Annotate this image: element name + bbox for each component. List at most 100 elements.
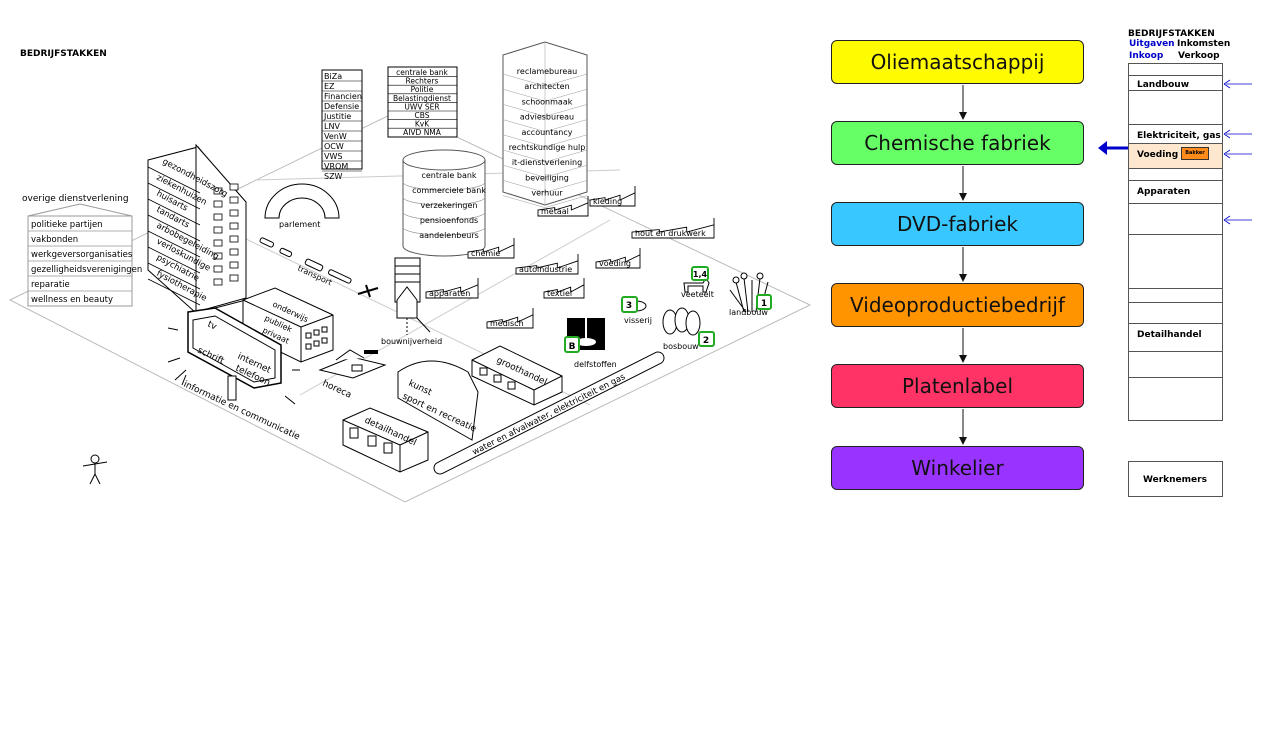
visserij-label: visserij <box>624 316 652 325</box>
rp-row-detailhandel[interactable]: Detailhandel <box>1128 323 1223 352</box>
landbouw[interactable]: 1 landbouw <box>729 272 772 317</box>
bosbouw[interactable]: 2 bosbouw <box>662 307 715 351</box>
finance-item: pensioenfonds <box>420 216 478 225</box>
flow-box-winkelier[interactable]: Winkelier <box>831 446 1084 490</box>
window <box>213 200 223 208</box>
factory-label-metaal: metaal <box>541 207 569 216</box>
ict-label: informatie en communicatie <box>182 380 302 443</box>
instituties-list[interactable]: centrale bankRechtersPolitieBelastingdie… <box>387 66 458 138</box>
zorg-floor <box>147 230 201 258</box>
window <box>229 222 239 230</box>
rp-row-empty[interactable] <box>1128 90 1223 125</box>
bouwnijverheid[interactable]: bouwnijverheid <box>381 257 442 346</box>
signal-ray <box>174 369 187 381</box>
tower-floor <box>502 164 588 178</box>
scene-title: BEDRIJFSTAKKEN <box>20 49 107 59</box>
finance-item: centrale bank <box>421 171 476 180</box>
flow-box-videoproductiebedrijf[interactable]: Videoproductiebedrijf <box>831 283 1084 327</box>
rp-title: BEDRIJFSTAKKEN <box>1128 29 1215 39</box>
tower-floor <box>502 88 588 102</box>
veeteelt-label: veeteelt <box>681 290 714 299</box>
rp-werknemers[interactable]: Werknemers <box>1128 461 1223 497</box>
rp-row-landbouw[interactable]: Landbouw <box>1128 75 1223 91</box>
rp-uitgaven: Uitgaven <box>1129 39 1175 49</box>
ministeries-list[interactable]: BiZaEZFinancienDefensieJustitieLNVVenWOC… <box>321 69 363 181</box>
badge-landbouw-text: 1 <box>761 299 767 309</box>
factory-label-chemie: chemie <box>471 249 500 258</box>
window <box>213 187 223 195</box>
veeteelt[interactable]: 1,4 veeteelt <box>681 266 714 299</box>
groothandel-building[interactable]: groothandel <box>471 345 563 406</box>
window <box>213 226 223 234</box>
ministeries-frame <box>321 69 363 170</box>
onderwijs-building[interactable]: onderwijs publiek privaat <box>242 287 334 363</box>
factory-icon <box>515 254 579 275</box>
overige-item: werkgeversorganisaties <box>31 250 133 260</box>
flow-box-oliemaatschappij[interactable]: Oliemaatschappij <box>831 40 1084 84</box>
zakelijk-item: verhuur <box>531 189 563 198</box>
shop-window <box>367 435 377 447</box>
cylinder-ring <box>402 226 486 236</box>
cylinder-ring <box>402 181 486 191</box>
zorg-building[interactable]: gezondheidszorgziekenhuizenhuisartstanda… <box>147 143 247 314</box>
ministerie-item: Defensie <box>324 102 359 111</box>
badge-bosbouw-text: 2 <box>703 336 709 346</box>
rp-row-apparaten[interactable]: Apparaten <box>1128 180 1223 204</box>
zakelijk-item: adviesbureau <box>520 113 574 122</box>
groothandel-outline <box>471 345 563 406</box>
parlement-label: parlement <box>279 220 320 229</box>
institutie-item: AIVD NMA <box>403 128 442 137</box>
car-icon <box>259 237 275 248</box>
zakelijk-item: rechtskundige hulp <box>509 143 586 152</box>
transport[interactable]: transport <box>259 237 379 298</box>
house-icon <box>396 286 418 319</box>
blue-arrow-head <box>1098 141 1107 155</box>
ministerie-item: OCW <box>324 142 344 151</box>
zorg-floor <box>147 198 201 226</box>
window <box>305 332 312 339</box>
ministerie-item: VWS <box>324 152 342 161</box>
rp-row-elektriciteit-gas[interactable]: Elektriciteit, gas <box>1128 124 1223 144</box>
institutie-item: UWV SER <box>404 102 439 111</box>
rp-row-empty[interactable] <box>1128 234 1223 289</box>
ministerie-item: BiZa <box>324 72 342 81</box>
zorg-floor <box>147 182 201 210</box>
ministerie-item: VROM <box>324 162 348 171</box>
rp-row-empty[interactable] <box>1128 203 1223 235</box>
detailhandel-building[interactable]: detailhandel <box>342 407 429 473</box>
economy-scene: BEDRIJFSTAKKEN BiZaEZFinancienDefensieJu… <box>8 41 812 503</box>
rp-row-empty[interactable] <box>1128 302 1223 324</box>
flow-box-platenlabel[interactable]: Platenlabel <box>831 364 1084 408</box>
rp-row-empty[interactable] <box>1128 288 1223 303</box>
overige-dienstverlening[interactable]: overige dienstverlening politieke partij… <box>22 194 142 307</box>
groothandel-edge <box>533 375 563 391</box>
delfstoffen[interactable]: B delfstoffen <box>564 318 617 369</box>
institutie-item: centrale bank <box>396 68 448 77</box>
overige-item: wellness en beauty <box>31 295 113 305</box>
zakelijk-item: beveiliging <box>525 173 569 182</box>
incoming-arrow-head <box>1223 79 1231 89</box>
ministerie-item: SZW <box>324 172 343 181</box>
factory-icon <box>595 248 641 269</box>
incoming-arrow-head <box>1223 215 1231 225</box>
ministerie-item: EZ <box>324 82 335 91</box>
window <box>305 343 312 350</box>
rp-row-empty[interactable] <box>1128 351 1223 378</box>
flow-box-chemische-fabriek[interactable]: Chemische fabriek <box>831 121 1084 165</box>
badge-visserij <box>621 296 638 313</box>
window <box>213 265 223 273</box>
horeca[interactable]: horeca <box>318 349 387 401</box>
rp-row-empty[interactable] <box>1128 377 1223 421</box>
parlement[interactable]: parlement <box>264 183 340 229</box>
tower-floor <box>502 104 588 117</box>
visserij[interactable]: 3 visserij <box>621 296 652 325</box>
flow-box-dvd-fabriek[interactable]: DVD-fabriek <box>831 202 1084 246</box>
zakelijke-dienstverlening-tower[interactable]: reclamebureauarchitectenschoonmaakadvies… <box>502 41 588 208</box>
window <box>229 261 239 269</box>
zakelijk-item: reclamebureau <box>517 67 577 76</box>
instituties-frame <box>387 66 458 138</box>
window <box>313 329 320 336</box>
